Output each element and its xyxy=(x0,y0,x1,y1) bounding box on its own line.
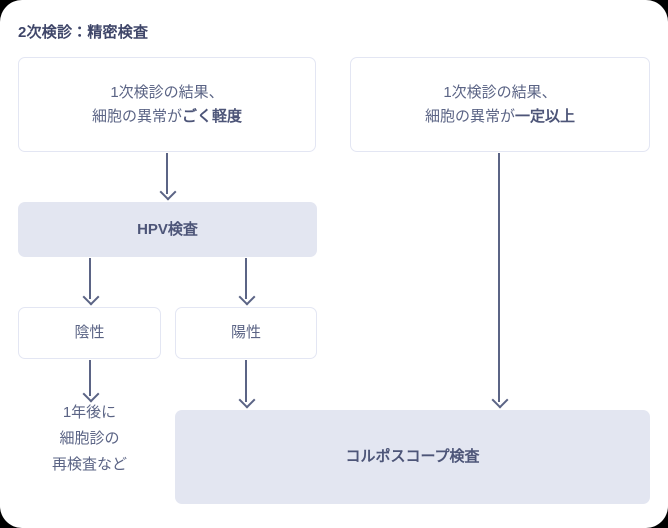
node-moderate-result-line1: 1次検診の結果、 xyxy=(443,84,557,102)
node-mild-result-line2: 細胞の異常が xyxy=(91,107,182,125)
node-hpv-test: HPV検査 xyxy=(18,202,317,257)
node-positive-label: 陽性 xyxy=(230,324,261,342)
node-colposcope: コルポスコープ検査 xyxy=(175,410,650,504)
node-positive: 陽性 xyxy=(175,307,317,359)
node-negative-label: 陰性 xyxy=(74,324,105,342)
node-moderate-result: 1次検診の結果、 細胞の異常が一定以上 xyxy=(350,57,650,152)
node-hpv-test-label: HPV検査 xyxy=(137,220,198,238)
node-mild-result-emphasis: ごく軽度 xyxy=(182,107,243,125)
node-moderate-result-emphasis: 一定以上 xyxy=(515,107,576,125)
node-recheck-line2: 細胞診の xyxy=(59,429,120,447)
page-title: 2次検診：精密検査 xyxy=(18,24,149,41)
node-negative: 陰性 xyxy=(18,307,161,359)
node-mild-result: 1次検診の結果、 細胞の異常がごく軽度 xyxy=(18,57,316,152)
node-moderate-result-line2: 細胞の異常が xyxy=(424,107,515,125)
node-recheck: 1年後に 細胞診の 再検査など xyxy=(18,400,161,477)
node-recheck-line1: 1年後に xyxy=(62,404,117,421)
node-recheck-line3: 再検査など xyxy=(51,455,127,473)
node-mild-result-line1: 1次検診の結果、 xyxy=(110,84,224,102)
node-colposcope-label: コルポスコープ検査 xyxy=(345,448,480,466)
